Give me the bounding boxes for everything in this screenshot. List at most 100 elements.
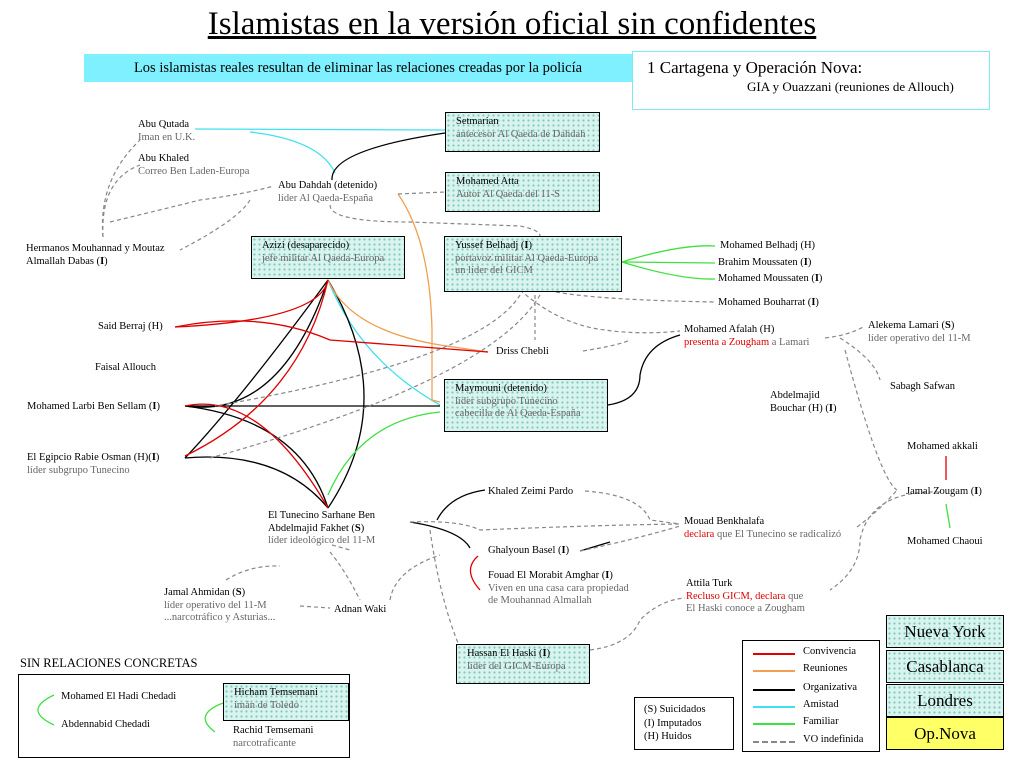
info-box: 1 Cartagena y Operación Nova: GIA y Ouaz… (632, 51, 990, 110)
node-khaled-zeimi-pardo: Khaled Zeimi Pardo (488, 486, 574, 497)
node-mohamed-belhadj: Mohamed Belhadj (H) (720, 240, 816, 251)
node-mouad-benkhalafa: Mouad Benkhalafa declara que El Tunecino… (684, 516, 842, 540)
link-indefinida (579, 525, 681, 552)
legend-label-reuniones: Reuniones (803, 663, 848, 674)
legend-nueva-york: Nueva York (886, 615, 1004, 648)
link-convivencia (184, 279, 329, 457)
link-familiar (945, 503, 951, 529)
link-indefinida (429, 529, 461, 649)
page-title: Islamistas en la versión oficial sin con… (207, 6, 817, 42)
banner: Los islamistas reales resultan de elimin… (84, 54, 632, 82)
node-larbi-ben-sellam: Mohamed Larbi Ben Sellam (I) (27, 401, 160, 412)
link-reuniones (397, 193, 441, 403)
link-indefinida (225, 565, 281, 581)
node-hicham-temsemani: Hicham Temsemani imán de Toledo (223, 683, 349, 721)
link-indefinida (214, 294, 521, 407)
node-maymouni: Maymouni (detenido) líder subgrupo Tunec… (444, 379, 608, 432)
node-hassan-el-haski: Hassan El Haski (I) líder del GICM-Europ… (456, 644, 590, 684)
link-familiar (37, 694, 55, 726)
abbr-huidos: (H) Huidos (644, 731, 692, 742)
link-organizativa (436, 489, 486, 521)
link-familiar (621, 261, 716, 264)
link-convivencia (174, 279, 329, 328)
legend-swatch-organizativa (753, 689, 795, 691)
link-indefinida (555, 291, 716, 303)
legend-swatch-convivencia (753, 653, 795, 655)
node-mohamed-atta: Mohamed Atta Autor Al Qaeda del 11-S (445, 172, 600, 212)
node-mohamed-bouharrat: Mohamed Bouharrat (I) (718, 297, 819, 308)
link-indefinida (179, 199, 251, 251)
node-yussef-belhadj: Yussef Belhadj (I) portavoz militar Al Q… (444, 236, 622, 292)
node-ghalyoun-basel: Ghalyoun Basel (I) (488, 545, 570, 556)
node-mohamed-el-hadi-chedadi: Mohamed El Hadi Chedadi (61, 691, 177, 702)
link-convivencia (469, 555, 481, 591)
abbr-imputados: (I) Imputados (644, 717, 702, 729)
link-indefinida (409, 521, 681, 531)
node-adnan-waki: Adnan Waki (334, 604, 387, 615)
node-mohamed-afalah: Mohamed Afalah (H) presenta a Zougham a … (684, 324, 810, 348)
link-organizativa (607, 334, 681, 406)
link-indefinida (519, 289, 681, 334)
node-abu-dahdah: Abu Dahdah (detenido) líder Al Qaeda-Esp… (278, 180, 378, 204)
node-attila-turk: Attila Turk Recluso GICM, declara que El… (686, 578, 805, 614)
link-indefinida (331, 544, 351, 551)
node-abu-qutada: Abu Qutada Iman en U.K. (138, 119, 196, 143)
link-indefinida (829, 491, 941, 591)
legend-label-indefinida: VO indefinida (803, 734, 864, 745)
link-indefinida (824, 325, 866, 339)
legend-label-amistad: Amistad (803, 699, 839, 710)
node-rachid-temsemani: Rachid Temsemani narcotraficante (233, 725, 314, 749)
node-azizi: Azizi (desaparecido) jefe militar Al Qae… (251, 236, 405, 279)
link-organizativa (327, 279, 365, 509)
link-organizativa (184, 405, 329, 509)
node-abu-khaled: Abu Khaled Correo Ben Laden-Europa (138, 153, 250, 177)
node-el-tunecino: El Tunecino Sarhane Ben Abdelmajid Fakhe… (268, 510, 376, 546)
info-line-1: 1 Cartagena y Operación Nova: (647, 58, 863, 77)
link-indefinida (299, 605, 331, 609)
line-legend: Convivencia Reuniones Organizativa Amist… (742, 640, 880, 752)
node-alekema-lamari: Alekema Lamari (S) líder operativo del 1… (868, 320, 971, 344)
link-indefinida (329, 204, 541, 237)
link-indefinida (329, 551, 361, 601)
link-organizativa (184, 279, 329, 408)
link-indefinida (389, 554, 441, 601)
node-abdelmajid-bouchar: Abdelmajid Bouchar (H) (I) (770, 390, 837, 414)
link-indefinida (209, 294, 541, 459)
link-familiar (204, 702, 224, 733)
node-mohamed-chaoui: Mohamed Chaoui (907, 536, 983, 547)
legend-op-nova: Op.Nova (886, 717, 1004, 750)
link-indefinida (844, 349, 898, 491)
legend-label-familiar: Familiar (803, 716, 839, 727)
link-reuniones (327, 279, 489, 353)
link-convivencia (184, 403, 329, 509)
link-indefinida (584, 490, 681, 525)
link-indefinida (102, 164, 141, 238)
sin-relaciones-title: SIN RELACIONES CONCRETAS (20, 656, 198, 670)
node-jamal-ahmidan: Jamal Ahmidan (S) líder operativo del 11… (164, 587, 276, 623)
node-brahim-moussaten: Brahim Moussaten (I) (718, 257, 812, 268)
legend-swatch-familiar (753, 723, 795, 725)
sin-relaciones-box: Mohamed El Hadi Chedadi Abdennabid Cheda… (18, 674, 350, 758)
node-sabagh-safwan: Sabagh Safwan (890, 381, 956, 392)
node-faisal-allouch: Faisal Allouch (95, 362, 156, 373)
link-organizativa (409, 521, 471, 549)
info-line-2: GIA y Ouazzani (reuniones de Allouch) (747, 79, 954, 94)
link-indefinida (109, 185, 275, 223)
node-setmarian: Setmarian antecesor Al Qaeda de Dahdah (445, 112, 600, 152)
node-el-egipcio: El Egipcio Rabie Osman (H)(I) líder subg… (27, 452, 160, 476)
link-organizativa (331, 132, 446, 181)
link-indefinida (397, 191, 446, 195)
node-abdennabid-chedadi: Abdennabid Chedadi (61, 719, 150, 730)
link-familiar (621, 245, 716, 263)
node-said-berraj: Said Berraj (H) (98, 321, 163, 332)
link-organizativa (184, 456, 329, 509)
abbr-suicidados: (S) Suicidados (644, 704, 706, 715)
link-indefinida (101, 139, 141, 238)
legend-londres: Londres (886, 684, 1004, 717)
legend-swatch-amistad (753, 706, 795, 708)
abbreviation-key: (S) Suicidados (I) Imputados (H) Huidos (634, 697, 734, 750)
legend-swatch-reuniones (753, 670, 795, 672)
link-familiar (621, 261, 716, 280)
node-mohamed-moussaten: Mohamed Moussaten (I) (718, 273, 823, 284)
